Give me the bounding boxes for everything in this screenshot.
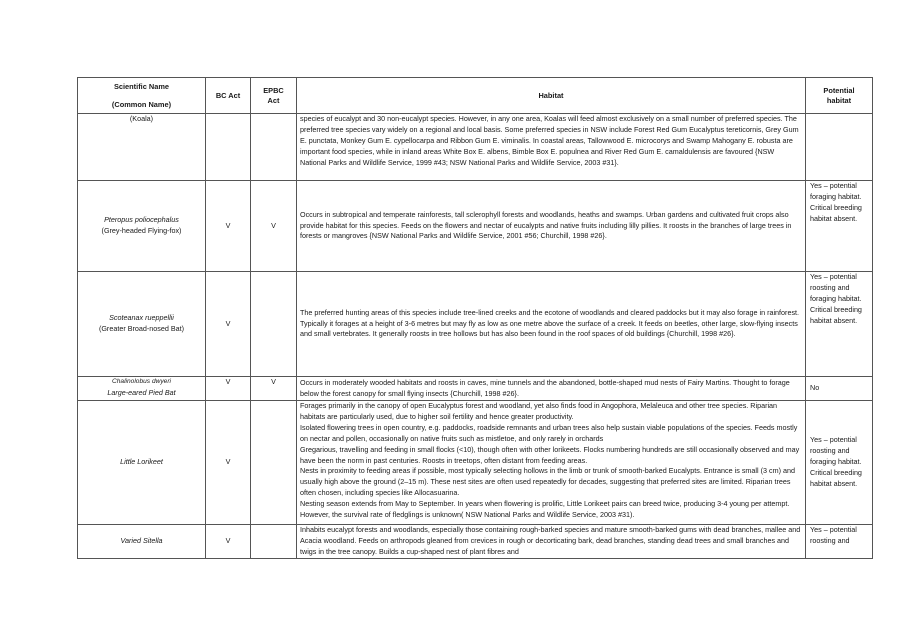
header-potential-habitat: Potential habitat bbox=[805, 77, 873, 114]
document-page: Scientific Name (Common Name) BC Act EPB… bbox=[77, 77, 873, 559]
potential-habitat-cell: Yes – potential roosting and foraging ha… bbox=[805, 400, 873, 525]
table-header-row: Scientific Name (Common Name) BC Act EPB… bbox=[77, 77, 873, 114]
potential-habitat-cell: Yes – potential roosting and bbox=[805, 524, 873, 559]
header-bc-act: BC Act bbox=[205, 77, 251, 114]
species-name-cell: Varied Sitella bbox=[77, 524, 206, 559]
header-habitat: Habitat bbox=[296, 77, 806, 114]
table-row: Little Lorikeet V Forages primarily in t… bbox=[77, 400, 873, 525]
bc-act-cell: V bbox=[205, 376, 251, 401]
potential-habitat-cell: Yes – potential foraging habitat. Critic… bbox=[805, 180, 873, 272]
habitat-cell: Forages primarily in the canopy of open … bbox=[296, 400, 806, 525]
scientific-name: Chalinolobus dwyeri bbox=[111, 378, 171, 385]
epbc-act-cell bbox=[250, 400, 297, 525]
bc-act-cell: V bbox=[205, 180, 251, 272]
scientific-name: Scoteanax rueppellii bbox=[109, 313, 174, 323]
header-scientific-name: Scientific Name (Common Name) bbox=[77, 77, 206, 114]
habitat-paragraph: Forages primarily in the canopy of open … bbox=[300, 401, 778, 421]
bc-act-cell: V bbox=[205, 400, 251, 525]
habitat-paragraph: Isolated flowering trees in open country… bbox=[300, 422, 798, 443]
potential-habitat-cell: Yes – potential roosting and foraging ha… bbox=[805, 271, 873, 377]
scientific-name: Pteropus poliocephalus bbox=[104, 215, 179, 225]
table-row: Pteropus poliocephalus (Grey-headed Flyi… bbox=[77, 180, 873, 272]
epbc-act-cell bbox=[250, 524, 297, 559]
bc-act-cell bbox=[205, 113, 251, 181]
habitat-paragraph: Nesting season extends from May to Septe… bbox=[300, 499, 790, 520]
common-name: Varied Sitella bbox=[120, 535, 163, 545]
habitat-cell: The preferred hunting areas of this spec… bbox=[296, 271, 806, 377]
header-common-name-label: (Common Name) bbox=[111, 99, 172, 109]
habitat-cell: Occurs in subtropical and temperate rain… bbox=[296, 180, 806, 272]
header-epbc-act: EPBC Act bbox=[250, 77, 297, 114]
header-potential-line2: habitat bbox=[826, 95, 852, 105]
table-row: Chalinolobus dwyeri Large-eared Pied Bat… bbox=[77, 376, 873, 401]
epbc-act-cell: V bbox=[250, 376, 297, 401]
header-epbc-line1: EPBC bbox=[263, 85, 284, 95]
table-row: Scoteanax rueppellii (Greater Broad-nose… bbox=[77, 271, 873, 377]
potential-habitat-cell: No bbox=[805, 376, 873, 401]
habitat-cell: species of eucalypt and 30 non-eucalypt … bbox=[296, 113, 806, 181]
habitat-cell: Inhabits eucalypt forests and woodlands,… bbox=[296, 524, 806, 559]
species-name-cell: Scoteanax rueppellii (Greater Broad-nose… bbox=[77, 271, 206, 377]
habitat-paragraph: Nests in proximity to feeding areas if p… bbox=[300, 466, 795, 498]
habitat-paragraph: Gregarious, travelling and feeding in sm… bbox=[300, 444, 800, 465]
header-potential-line1: Potential bbox=[823, 85, 855, 95]
species-name-cell: (Koala) bbox=[77, 113, 206, 181]
habitat-cell: Occurs in moderately wooded habitats and… bbox=[296, 376, 806, 401]
common-name: (Grey-headed Flying-fox) bbox=[101, 226, 182, 235]
common-name: Little Lorikeet bbox=[120, 457, 163, 467]
bc-act-cell: V bbox=[205, 524, 251, 559]
threatened-species-table: Scientific Name (Common Name) BC Act EPB… bbox=[77, 77, 873, 559]
species-name-cell: Pteropus poliocephalus (Grey-headed Flyi… bbox=[77, 180, 206, 272]
epbc-act-cell bbox=[250, 271, 297, 377]
epbc-act-cell bbox=[250, 113, 297, 181]
header-epbc-line2: Act bbox=[267, 95, 280, 105]
header-scientific-name-label: Scientific Name bbox=[113, 81, 170, 91]
common-name: (Koala) bbox=[129, 114, 154, 123]
epbc-act-cell: V bbox=[250, 180, 297, 272]
table-row: Varied Sitella V Inhabits eucalypt fores… bbox=[77, 524, 873, 559]
common-name: Large-eared Pied Bat bbox=[107, 387, 176, 397]
bc-act-cell: V bbox=[205, 271, 251, 377]
common-name: (Greater Broad-nosed Bat) bbox=[98, 324, 185, 333]
table-row: (Koala) species of eucalypt and 30 non-e… bbox=[77, 113, 873, 181]
species-name-cell: Little Lorikeet bbox=[77, 400, 206, 525]
potential-habitat-cell bbox=[805, 113, 873, 181]
species-name-cell: Chalinolobus dwyeri Large-eared Pied Bat bbox=[77, 376, 206, 401]
